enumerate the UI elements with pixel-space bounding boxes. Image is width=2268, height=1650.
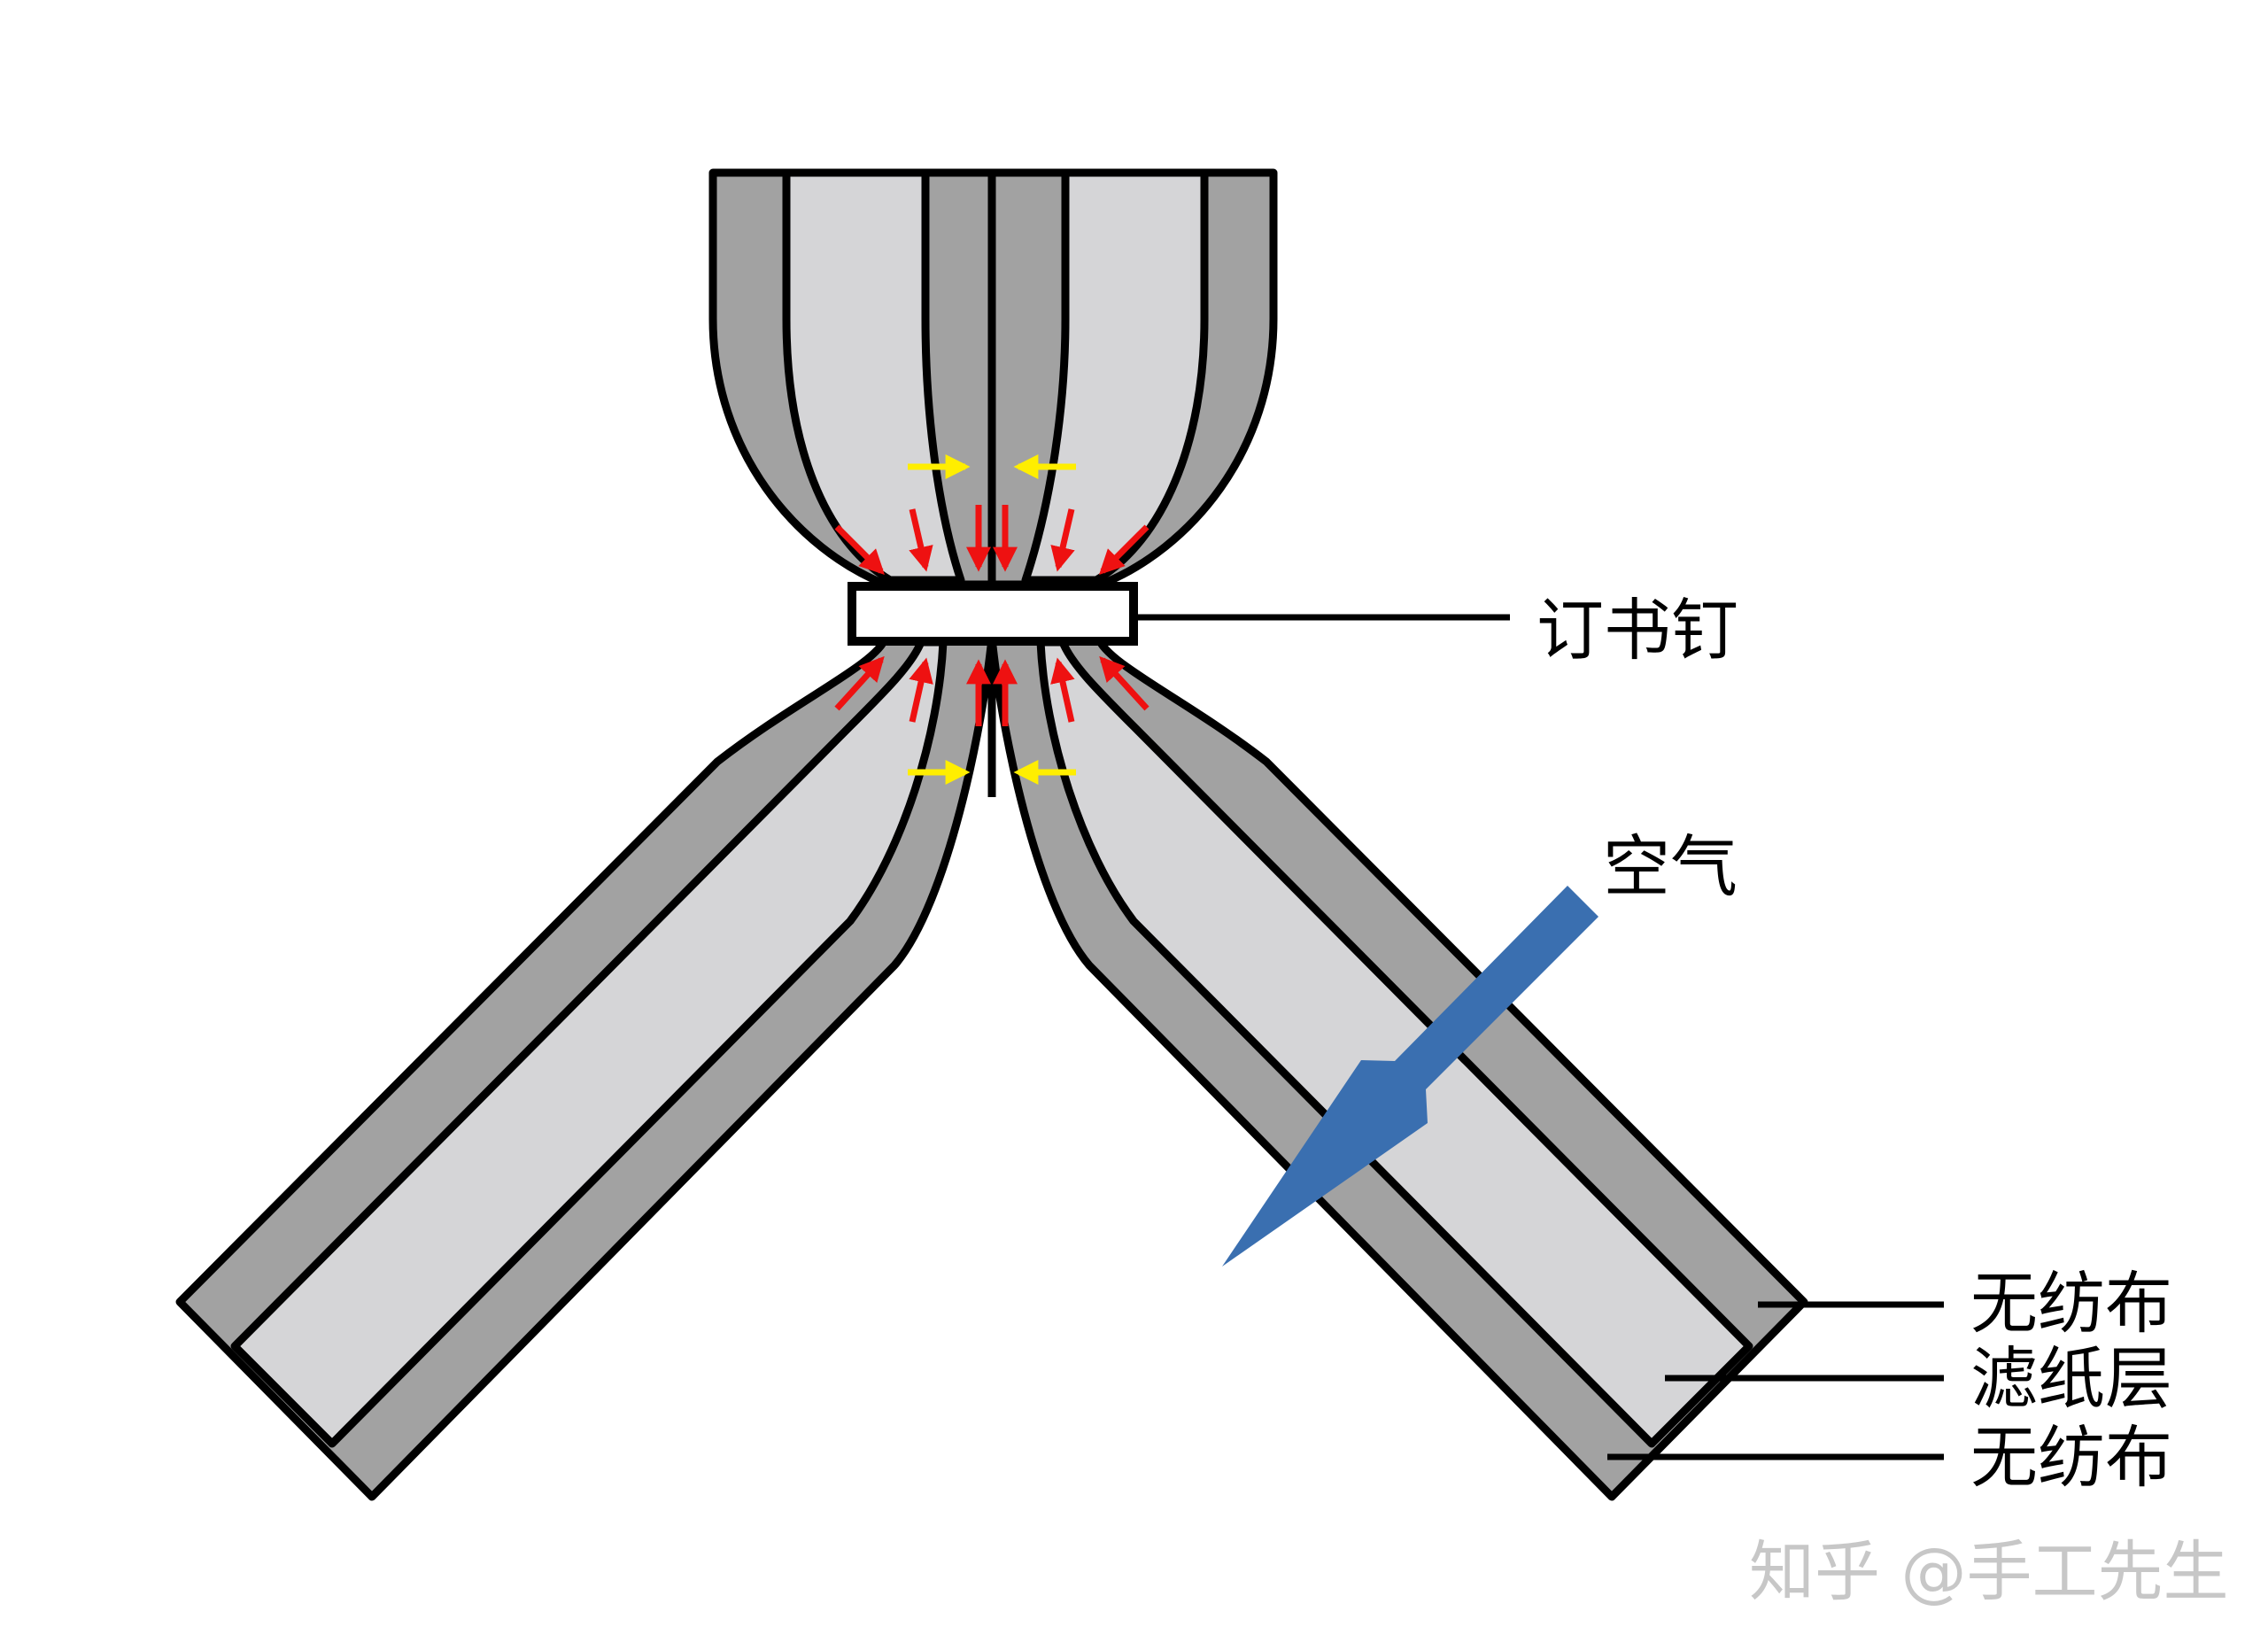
top-left-filter-layer [782,168,965,585]
compression-arrow-icon [834,655,885,711]
compression-arrow-icon [1099,524,1149,575]
compression-arrow-icon [909,508,933,572]
compression-arrows-bottom [834,655,1149,726]
top-fold [708,168,1278,589]
left-arm [175,633,996,1501]
staple-label: 订书钉 [1537,591,1738,670]
air-label: 空气 [1603,827,1738,906]
left-arm-filter-layer [230,638,948,1448]
compression-arrows-top [834,505,1149,575]
compression-arrow-icon [1099,655,1149,711]
compression-arrow-icon [1050,657,1075,723]
nonwoven-inner-label: 无纺布 [1970,1418,2172,1497]
compression-arrow-icon [834,524,885,575]
compression-arrow-icon [1050,508,1075,572]
staple-icon [848,582,1138,646]
watermark: 知乎 @手工先生 [1749,1534,2229,1610]
leader-lines [1134,614,1944,1460]
filter-layer-label: 滤纸层 [1970,1339,2172,1418]
right-arm-filter-layer [1036,638,1753,1448]
nonwoven-outer-label: 无纺布 [1970,1264,2172,1343]
compression-arrow-icon [909,657,933,723]
air-flow-arrow-icon [1222,886,1598,1267]
top-right-filter-layer [1021,168,1209,585]
contact-arrows [908,454,1076,785]
